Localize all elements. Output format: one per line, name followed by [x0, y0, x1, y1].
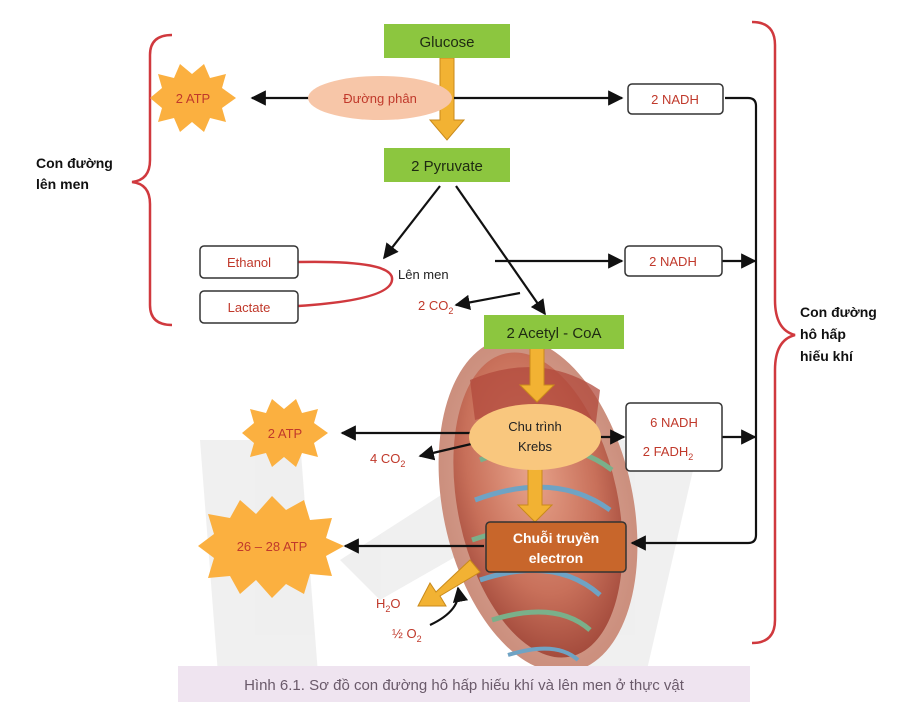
co2-krebs-label: 4 CO2: [370, 451, 405, 469]
svg-text:2 Acetyl - CoA: 2 Acetyl - CoA: [506, 325, 601, 342]
svg-text:6 NADH: 6 NADH: [650, 415, 698, 430]
aerobic-brace: [751, 20, 796, 645]
svg-text:lên men: lên men: [36, 176, 89, 192]
svg-text:2 NADH: 2 NADH: [651, 92, 699, 107]
svg-text:Con đường: Con đường: [36, 155, 113, 171]
svg-text:Đường phân: Đường phân: [343, 91, 417, 106]
figure-caption: Hình 6.1. Sơ đồ con đường hô hấp hiếu kh…: [178, 666, 750, 702]
electron-transport-chain-box: Chuỗi truyền electron: [485, 521, 627, 573]
svg-text:2 ATP: 2 ATP: [268, 426, 302, 441]
glucose-box: Glucose: [384, 24, 510, 58]
nadh-box-pyruvate: 2 NADH: [624, 245, 723, 277]
svg-text:Con đường: Con đường: [800, 304, 877, 320]
krebs-cycle-node: Chu trình Krebs: [469, 404, 601, 470]
svg-text:2 Pyruvate: 2 Pyruvate: [411, 158, 483, 175]
ethanol-box: Ethanol: [199, 245, 299, 279]
glycolysis-node: Đường phân: [308, 76, 452, 120]
svg-text:hiếu khí: hiếu khí: [800, 348, 854, 364]
fermentation-brace: [131, 33, 173, 327]
nadh-fadh-box-krebs: 6 NADH 2 FADH2: [625, 402, 723, 472]
lactate-box: Lactate: [199, 290, 299, 324]
svg-text:Krebs: Krebs: [518, 439, 552, 454]
svg-text:hô hấp: hô hấp: [800, 326, 846, 342]
svg-text:Glucose: Glucose: [419, 34, 474, 51]
acetyl-coa-box: 2 Acetyl - CoA: [484, 315, 624, 349]
svg-text:Chu trình: Chu trình: [508, 419, 561, 434]
svg-text:2 ATP: 2 ATP: [176, 91, 210, 106]
nadh-box-glycolysis: 2 NADH: [627, 83, 724, 115]
svg-text:Lactate: Lactate: [228, 300, 271, 315]
oxygen-label: ½ O2: [392, 626, 422, 644]
svg-text:Chuỗi truyền: Chuỗi truyền: [513, 530, 599, 546]
svg-text:2 NADH: 2 NADH: [649, 254, 697, 269]
co2-fermentation-label: 2 CO2: [418, 298, 453, 316]
water-label: H2O: [376, 596, 401, 614]
atp-star-krebs: 2 ATP: [242, 399, 328, 467]
svg-text:electron: electron: [529, 550, 583, 566]
fermentation-pathway-label: Con đường lên men: [36, 155, 113, 192]
pyruvate-box: 2 Pyruvate: [384, 148, 510, 182]
fermentation-loop: [297, 260, 394, 308]
aerobic-pathway-label: Con đường hô hấp hiếu khí: [800, 304, 877, 364]
svg-text:2 FADH2: 2 FADH2: [643, 444, 694, 462]
svg-text:Ethanol: Ethanol: [227, 255, 271, 270]
svg-text:26 – 28 ATP: 26 – 28 ATP: [237, 539, 308, 554]
svg-text:Hình 6.1. Sơ đồ con đường hô h: Hình 6.1. Sơ đồ con đường hô hấp hiếu kh…: [244, 677, 685, 694]
atp-star-glycolysis: 2 ATP: [150, 64, 236, 132]
fermentation-label: Lên men: [398, 267, 449, 282]
atp-star-etc: 26 – 28 ATP: [198, 496, 344, 598]
